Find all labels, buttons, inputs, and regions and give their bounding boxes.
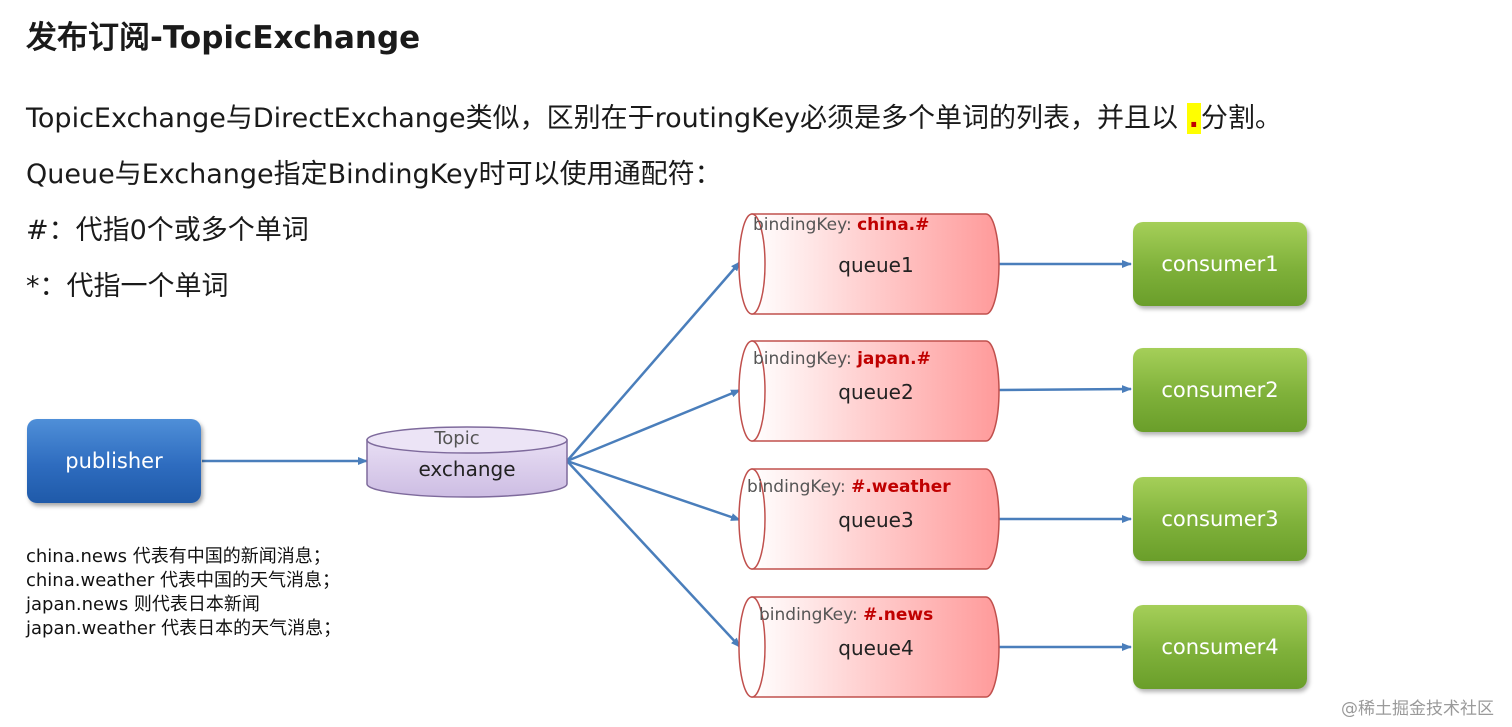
publisher-label: publisher <box>65 449 163 473</box>
binding-key-prefix: bindingKey: <box>753 215 857 235</box>
consumer-box-1: consumer1 <box>1133 222 1307 306</box>
consumer-label: consumer2 <box>1161 378 1279 402</box>
binding-key-prefix: bindingKey: <box>753 349 857 369</box>
watermark: @稀土掘金技术社区 <box>1341 699 1494 719</box>
queue-cylinder-2: bindingKey: japan.# queue2 <box>738 340 1000 442</box>
arrow-queue2-to-consumer2 <box>998 385 1132 394</box>
arrow-exchange-to-queue3 <box>566 459 741 522</box>
routing-key-notes: china.news 代表有中国的新闻消息； china.weather 代表中… <box>26 545 341 641</box>
page-title: 发布订阅-TopicExchange <box>26 20 421 56</box>
dot-separator-highlight: . <box>1186 103 1201 134</box>
intro-line-1: TopicExchange与DirectExchange类似，区别在于routi… <box>26 96 1282 135</box>
binding-key-value: #.weather <box>851 477 951 497</box>
arrow-exchange-to-queue2 <box>566 388 741 463</box>
note-line: japan.weather 代表日本的天气消息； <box>26 618 342 639</box>
consumer-label: consumer1 <box>1161 252 1279 276</box>
exchange-type-label: Topic <box>433 428 479 449</box>
arrow-exchange-to-queue4 <box>566 460 741 648</box>
intro-line-1-text: TopicExchange与DirectExchange类似，区别在于routi… <box>26 103 1187 134</box>
queue-name: queue1 <box>838 253 913 277</box>
note-line: japan.news 则代表日本新闻 <box>26 594 260 615</box>
exchange-label: exchange <box>418 457 515 481</box>
queue-name: queue3 <box>838 508 913 532</box>
binding-key-prefix: bindingKey: <box>759 605 863 625</box>
binding-key-label-3: bindingKey: #.weather <box>747 477 951 497</box>
queue-name: queue4 <box>838 636 913 660</box>
queue-name: queue2 <box>838 380 913 404</box>
intro-line-1-end: 分割。 <box>1200 103 1282 134</box>
note-line: china.news 代表有中国的新闻消息； <box>26 546 331 567</box>
queue-cylinder-1: bindingKey: china.# queue1 <box>738 213 1000 315</box>
binding-key-value: china.# <box>857 215 929 235</box>
consumer-box-2: consumer2 <box>1133 348 1307 432</box>
binding-key-label-4: bindingKey: #.news <box>759 605 933 625</box>
wildcard-hash-line: #：代指0个或多个单词 <box>26 215 309 246</box>
publisher-box: publisher <box>27 419 201 503</box>
binding-key-label-1: bindingKey: china.# <box>753 215 929 235</box>
intro-line-2: Queue与Exchange指定BindingKey时可以使用通配符： <box>26 159 722 190</box>
consumer-label: consumer3 <box>1161 507 1279 531</box>
queue-cylinder-4: bindingKey: #.news queue4 <box>738 596 1000 698</box>
wildcard-star-line: *：代指一个单词 <box>26 271 229 302</box>
binding-key-value: japan.# <box>856 349 931 369</box>
consumer-box-3: consumer3 <box>1133 477 1307 561</box>
binding-key-label-2: bindingKey: japan.# <box>753 349 931 369</box>
exchange-cylinder: Topic exchange <box>366 426 568 498</box>
note-line: china.weather 代表中国的天气消息； <box>26 570 340 591</box>
queue-cylinder-3: bindingKey: #.weather queue3 <box>738 468 1000 570</box>
binding-key-value: #.news <box>863 605 933 625</box>
consumer-label: consumer4 <box>1161 635 1279 659</box>
arrow-exchange-to-queue1 <box>566 261 741 462</box>
consumer-box-4: consumer4 <box>1133 605 1307 689</box>
binding-key-prefix: bindingKey: <box>747 477 851 497</box>
